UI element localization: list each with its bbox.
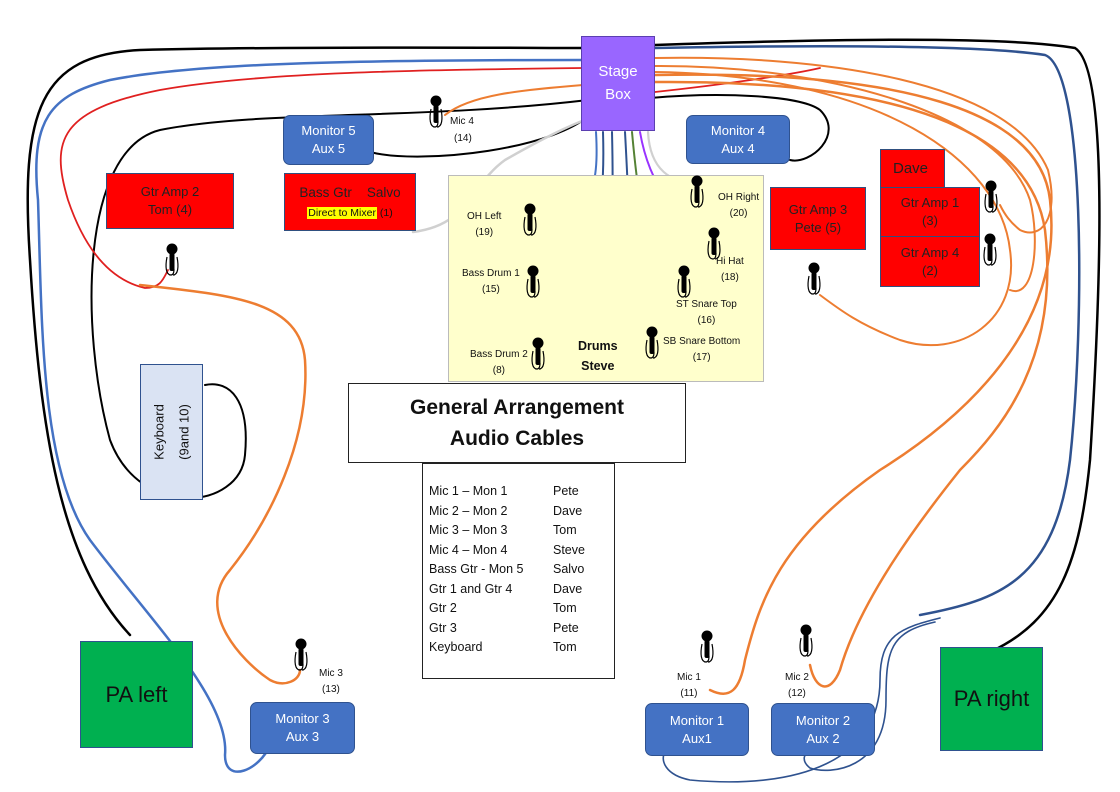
cable-pa-left	[26, 46, 585, 637]
legend-item: Mic 3 – Mon 3	[429, 523, 508, 537]
legend-person: Pete	[553, 620, 579, 635]
direct-to-mixer-label: Direct to Mixer	[307, 207, 377, 220]
legend-row: Gtr 1 and Gtr 4 Dave	[429, 580, 614, 600]
legend-person: Tom	[553, 640, 577, 654]
legend-row: Mic 2 – Mon 2 Dave	[429, 502, 614, 522]
legend-row: Mic 4 – Mon 4 Steve	[429, 541, 614, 561]
mic1-label: Mic 1(11)	[677, 672, 701, 699]
microphone-icon-bass-drum-2	[531, 337, 545, 370]
mic3-label: Mic 3(13)	[319, 668, 343, 695]
microphone-icon-mic3	[294, 638, 308, 671]
legend-row: Mic 1 – Mon 1 Pete	[429, 482, 614, 502]
title-line-2: Audio Cables	[449, 427, 585, 450]
bass-gtr-amp: Bass Gtr Salvo Direct to Mixer (1)	[284, 173, 416, 231]
keyboard: Keyboard(9and 10)	[140, 364, 203, 500]
legend-item: Mic 1 – Mon 1	[429, 484, 508, 498]
cable-navy-right	[653, 45, 1081, 617]
cable-mic2	[653, 80, 1049, 688]
cable-monitor-5	[369, 109, 596, 158]
bass-drum-2-label: Bass Drum 2(8)	[470, 349, 528, 376]
legend-person: Salvo	[553, 562, 585, 576]
hi-hat-label: Hi Hat(18)	[716, 256, 744, 283]
cable-gtr4	[654, 64, 1036, 293]
legend-item: Gtr 3	[429, 620, 457, 635]
microphone-icon-snare-bottom	[645, 326, 659, 359]
cable-pa-right	[653, 38, 1101, 654]
cable-gtr3	[654, 71, 1013, 347]
title-box: General Arrangement Audio Cables	[348, 383, 686, 463]
legend-row: Keyboard Tom	[429, 638, 614, 658]
bass-drum-1-label: Bass Drum 1(15)	[462, 268, 520, 295]
legend-row: Gtr 3 Pete	[429, 619, 614, 639]
legend-item: Bass Gtr - Mon 5	[429, 562, 524, 576]
legend-row: Gtr 2 Tom	[429, 599, 614, 619]
cable-red-right	[654, 67, 821, 93]
pa-right: PA right	[940, 647, 1043, 751]
legend-item: Keyboard	[429, 640, 483, 654]
title-line-1: General Arrangement	[410, 395, 624, 419]
snare-top-label: ST Snare Top(16)	[676, 299, 737, 326]
microphone-icon-hi-hat	[707, 227, 721, 260]
snare-bottom-label: SB Snare Bottom(17)	[663, 336, 741, 363]
gtr-amp-1: Gtr Amp 1(3)	[880, 187, 980, 237]
cable-mic1	[653, 73, 1053, 695]
microphone-icon-gtr-amp-3	[807, 262, 821, 295]
cable-mic3	[138, 283, 307, 685]
microphone-icon-gtr-amp-4	[983, 233, 997, 266]
microphone-icon-snare-top	[677, 265, 691, 298]
microphone-icon-gtr-amp-2	[165, 243, 179, 276]
microphone-icon-mic4	[429, 95, 443, 128]
microphone-icon-mic2	[799, 624, 813, 657]
legend-item: Gtr 2	[429, 601, 457, 615]
cable-red-gtr2	[59, 67, 584, 289]
cable-blue-outer-left	[35, 58, 585, 773]
gtr-amp-4: Gtr Amp 4(2)	[880, 236, 980, 287]
cable-monitor-4	[649, 94, 830, 162]
legend-person: Tom	[553, 601, 577, 615]
cable-gtr1	[654, 56, 1053, 234]
legend-person: Steve	[553, 542, 585, 557]
legend-person: Tom	[553, 523, 577, 537]
legend-person: Dave	[553, 581, 583, 596]
legend-item: Gtr 1 and Gtr 4	[429, 581, 513, 596]
mic2-label: Mic 2(12)	[785, 672, 809, 699]
drum-area	[448, 175, 764, 382]
microphone-icon-bass-drum-1	[526, 265, 540, 298]
legend-item: Mic 2 – Mon 2	[429, 503, 508, 518]
legend-person: Pete	[553, 484, 579, 498]
dave-label-box: Dave	[880, 149, 945, 189]
mic4-label: Mic 4(14)	[450, 116, 474, 144]
legend-row: Bass Gtr - Mon 5 Salvo	[429, 560, 614, 580]
microphone-icon-gtr-amp-1	[984, 180, 998, 213]
oh-right-label: OH Right(20)	[718, 192, 760, 219]
pa-left: PA left	[80, 641, 193, 748]
oh-left-label: OH Left(19)	[467, 211, 502, 238]
cable-mic4	[444, 84, 584, 116]
microphone-icon-mic1	[700, 630, 714, 663]
legend-item: Mic 4 – Mon 4	[429, 542, 508, 557]
legend-row: Mic 3 – Mon 3 Tom	[429, 521, 614, 541]
legend-person: Dave	[553, 503, 583, 518]
microphone-icon-oh-right	[690, 175, 704, 208]
microphone-icon-oh-left	[523, 203, 537, 236]
